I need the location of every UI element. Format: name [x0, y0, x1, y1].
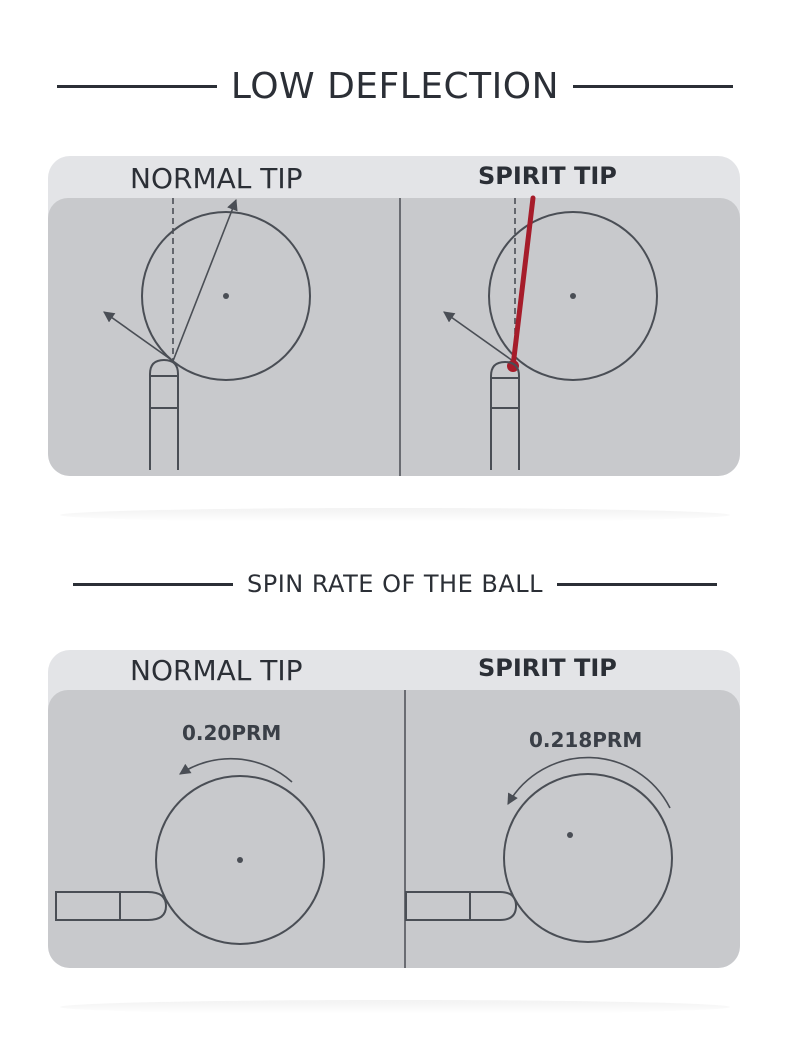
deflection-comparison-card: NORMAL TIP SPIRIT TIP [48, 156, 740, 476]
heading-rule-right [573, 85, 734, 88]
cue-stick [405, 891, 518, 921]
spin-rate-value: 0.218PRM [529, 728, 642, 752]
cue-deflection-arrow [103, 311, 174, 362]
normal-tip-diagram [103, 198, 311, 470]
section-heading-deflection: LOW DEFLECTION [0, 66, 790, 107]
cue-stick [149, 358, 179, 470]
cue-stick [55, 891, 168, 921]
section-heading-spin-rate: SPIN RATE OF THE BALL [0, 570, 790, 598]
heading-rule-right [557, 582, 718, 586]
ball-direction-red-line [510, 195, 536, 369]
ball-center-dot [223, 293, 229, 299]
spin-arrow [179, 757, 293, 783]
ball-outline [488, 211, 658, 381]
normal-tip-label: NORMAL TIP [130, 162, 303, 195]
ball-center-dot [570, 293, 576, 299]
spin-rate-comparison-card: NORMAL TIP SPIRIT TIP 0.20PRM 0.218PRM [48, 650, 740, 968]
deflection-diagram [103, 195, 658, 476]
spirit-tip-label: SPIRIT TIP [478, 654, 617, 682]
spirit-tip-label: SPIRIT TIP [478, 162, 617, 190]
diagram-panel [48, 690, 740, 968]
ball-outline [503, 773, 673, 943]
section-title: LOW DEFLECTION [230, 66, 560, 107]
spin-arrow [507, 756, 671, 809]
heading-rule-left [72, 582, 233, 586]
spirit-tip-spin: 0.218PRM [405, 728, 673, 943]
section-title: SPIN RATE OF THE BALL [246, 570, 544, 598]
ball-outline [155, 775, 325, 945]
spirit-tip-diagram [443, 195, 658, 470]
ball-direction-arrow [172, 198, 238, 362]
ball-center-dot [567, 832, 573, 838]
spin-rate-value: 0.20PRM [182, 721, 281, 745]
heading-rule-left [56, 85, 217, 88]
card-shadow [60, 1000, 730, 1014]
cue-stick [490, 360, 520, 470]
cue-deflection-arrow [443, 311, 514, 362]
card-shadow [60, 508, 730, 522]
spin-rate-diagram: 0.20PRM 0.218PRM [55, 690, 673, 968]
diagram-panel [48, 198, 740, 476]
ball-center-dot [237, 857, 243, 863]
normal-tip-label: NORMAL TIP [130, 654, 303, 687]
ball-outline [141, 211, 311, 381]
normal-tip-spin: 0.20PRM [55, 721, 325, 945]
